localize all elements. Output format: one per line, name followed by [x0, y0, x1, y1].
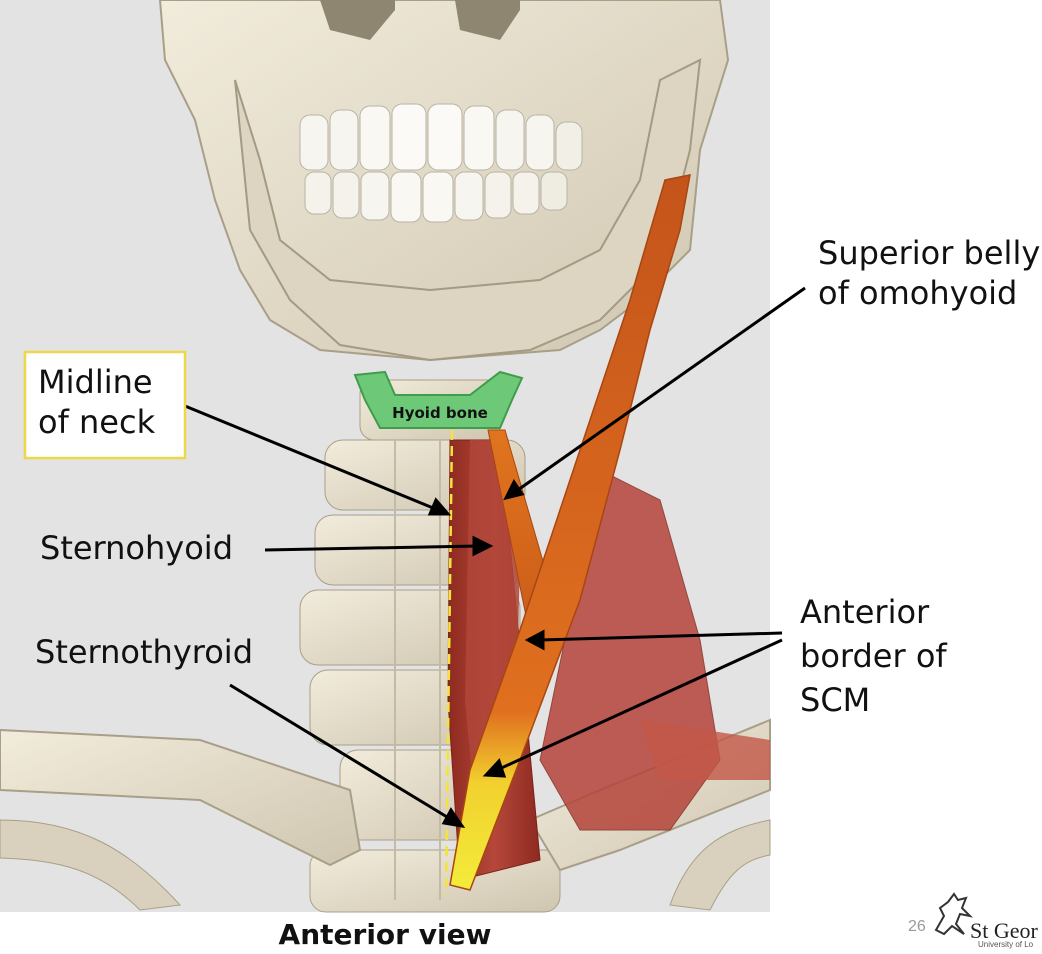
hyoid-bone [353, 370, 524, 429]
upper-teeth [299, 103, 583, 171]
midline-label-box [23, 350, 187, 460]
superior-belly-omohyoid-label: Superior belly of omohyoid [818, 233, 1040, 313]
scm-label-line1: Anterior [800, 593, 930, 631]
omohyoid-label-line1: Superior belly [818, 234, 1041, 272]
anterior-border-scm-label: Anterior border of SCM [800, 590, 947, 722]
skull [158, 0, 730, 362]
st-georges-logo-icon [934, 892, 974, 936]
midline-label-line2: of neck [38, 403, 156, 441]
view-caption: Anterior view [278, 918, 492, 951]
midline-label-line1: Midline [38, 363, 153, 401]
logo-text: St Geor [970, 918, 1038, 943]
sternohyoid-label: Sternohyoid [40, 529, 233, 567]
logo-subtext: University of Lo [978, 940, 1034, 949]
hyoid-bone-label: Hyoid bone [392, 404, 488, 422]
pointer-arrows [184, 286, 806, 829]
sternocleidomastoid-muscle [449, 174, 691, 891]
midline-of-neck-label: Midline of neck [38, 362, 155, 442]
page-number: 26 [908, 918, 926, 935]
lower-teeth [304, 171, 568, 223]
sternothyroid-label: Sternothyroid [35, 633, 253, 671]
scm-label-line2: border of [800, 637, 947, 675]
omohyoid-label-line2: of omohyoid [818, 274, 1018, 312]
scm-label-line3: SCM [800, 681, 871, 719]
